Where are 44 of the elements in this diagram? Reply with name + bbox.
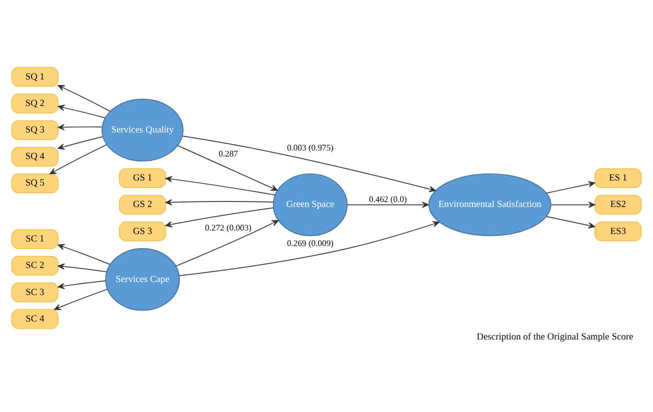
arrow (50, 144, 107, 174)
arrow (177, 144, 278, 190)
arrow (178, 220, 440, 276)
caption: Description of the Original Sample Score (476, 332, 634, 342)
arrow (165, 175, 276, 195)
arrow (546, 216, 596, 228)
arrow (550, 201, 596, 208)
node-box: SC 4 (11, 308, 59, 328)
node-ellipse: Services Cape (105, 248, 180, 310)
node-ellipse: Green Space (272, 172, 348, 236)
arrow (182, 135, 436, 192)
arrow (58, 262, 108, 272)
node-box: GS 2 (118, 194, 166, 214)
arrow (58, 136, 103, 150)
edge-label: 0.003 (0.975) (287, 142, 334, 152)
arrow (58, 84, 110, 112)
edge-label: 0.287 (218, 148, 238, 158)
arrow (58, 124, 102, 130)
node-box: GS 1 (118, 168, 166, 188)
arrow (58, 104, 106, 118)
node-box: SQ 5 (11, 172, 59, 193)
node-box: SC 1 (11, 228, 59, 248)
node-box: SC 3 (11, 282, 59, 302)
node-box: SQ 2 (11, 93, 59, 113)
arrow (546, 180, 596, 193)
arrow (54, 288, 108, 310)
arrow (175, 220, 279, 266)
edge-label: 0.269 (0.009) (287, 237, 334, 248)
node-box: ES2 (594, 194, 642, 214)
node-box: SC 2 (11, 255, 59, 276)
arrow (165, 198, 274, 205)
node-box: SQ 4 (11, 146, 59, 166)
arrow (346, 201, 429, 208)
node-box: SQ 3 (11, 120, 59, 140)
node-box: ES 1 (594, 168, 642, 188)
arrow (165, 206, 274, 227)
node-box: GS 3 (118, 221, 166, 241)
node-ellipse: Services Quality (102, 98, 184, 161)
edge-label: 0.272 (0.003) (205, 222, 252, 232)
node-box: SQ 1 (11, 66, 59, 86)
edge-label: 0.462 (0.0) (368, 194, 407, 204)
arrow (58, 243, 110, 264)
arrow (58, 280, 106, 289)
node-box: ES3 (594, 221, 642, 241)
